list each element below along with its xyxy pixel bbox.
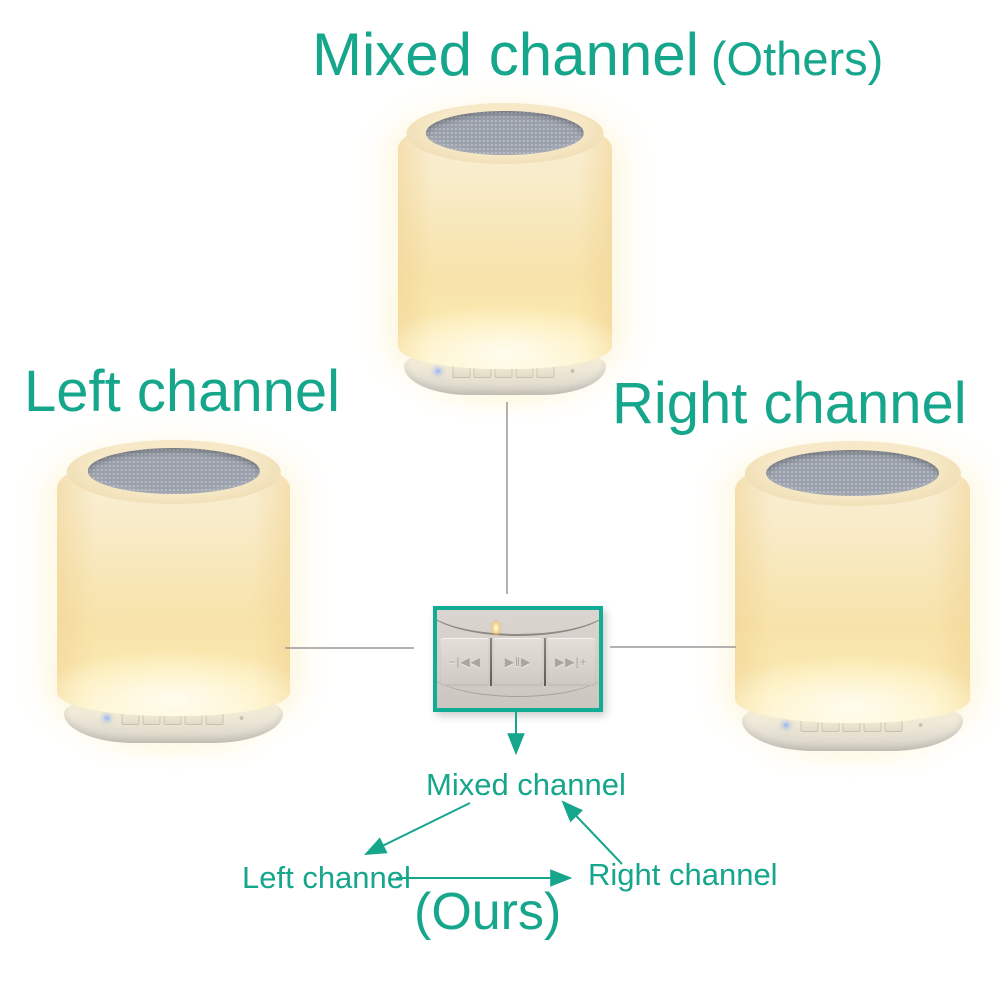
- speaker-lamp-right: [707, 427, 998, 767]
- panel-seam: [437, 610, 599, 636]
- arrow-to-mixed-channel-icon: [561, 800, 623, 865]
- speaker-lamp-mixed: [370, 89, 640, 411]
- control-panel-closeup: −|◀◀ ▶‖▶ ▶▶|+: [433, 606, 603, 712]
- play-pause-button-icon: ▶‖▶: [493, 638, 543, 686]
- title-main-text: Mixed channel: [312, 21, 699, 88]
- mic-hole-icon: [570, 369, 575, 374]
- speaker-grille-icon: [425, 111, 585, 155]
- mic-hole-icon: [239, 716, 243, 720]
- power-led-icon: [435, 369, 441, 374]
- panel-seam: [437, 634, 599, 697]
- power-led-icon: [104, 716, 109, 720]
- title-mixed-channel-others: Mixed channel(Others): [312, 20, 883, 89]
- label-right-channel: Right channel: [612, 371, 967, 436]
- power-led-icon: [783, 723, 788, 728]
- media-button-row: −|◀◀ ▶‖▶ ▶▶|+: [439, 638, 597, 686]
- arrow-to-left-channel-icon: [364, 802, 471, 855]
- diagram-ours-label: (Ours): [414, 883, 562, 941]
- speaker-grille-icon: [765, 449, 940, 497]
- speaker-grille-icon: [87, 448, 260, 494]
- diagram-mixed-channel-label: Mixed channel: [426, 767, 626, 802]
- prev-volume-down-button-icon: −|◀◀: [440, 638, 490, 686]
- mic-hole-icon: [918, 723, 922, 728]
- diagram-left-channel-label: Left channel: [242, 860, 411, 895]
- button-seam: [490, 638, 493, 686]
- button-seam: [543, 638, 546, 686]
- label-left-channel: Left channel: [24, 359, 341, 424]
- diagram-right-channel-label: Right channel: [588, 857, 778, 892]
- indicator-led-icon: [491, 620, 501, 636]
- next-volume-up-button-icon: ▶▶|+: [546, 638, 596, 686]
- title-suffix-text: (Others): [710, 32, 884, 85]
- speaker-lamp-left: [29, 426, 318, 759]
